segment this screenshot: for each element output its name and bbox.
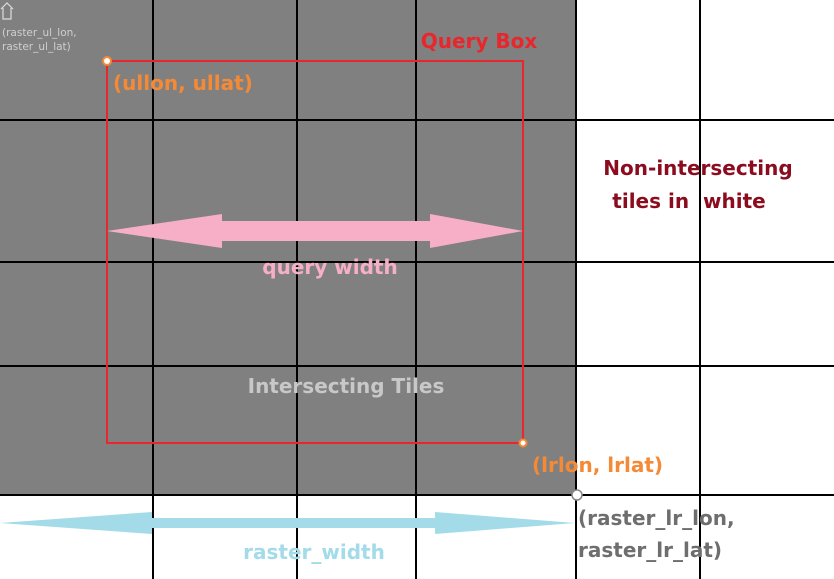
intersecting-tiles-region: [0, 0, 577, 495]
raster-width-arrow: [0, 512, 575, 534]
non-intersecting-label-line2: tiles in white: [612, 189, 765, 213]
raster-lr-marker: [571, 489, 583, 501]
raster-width-label: raster_width: [243, 540, 385, 564]
query-box-label: Query Box: [421, 29, 538, 53]
intersecting-tiles-label: Intersecting Tiles: [248, 374, 445, 398]
lr-corner-marker: [518, 438, 528, 448]
raster-lr-label-line1: (raster_lr_lon,: [578, 506, 735, 530]
ul-corner-label: (ullon, ullat): [113, 71, 253, 95]
query-box: [106, 60, 524, 444]
ul-corner-marker: [102, 56, 112, 66]
non-intersecting-label-line1: Non-intersecting: [603, 156, 792, 180]
raster-ul-label-line2: raster_ul_lat): [2, 41, 71, 53]
raster-ul-label-line1: (raster_ul_lon,: [2, 27, 77, 39]
raster-lr-label-line2: raster_lr_lat): [578, 538, 722, 562]
query-width-arrow: [107, 214, 523, 248]
query-width-label: query width: [262, 255, 397, 279]
home-outline-icon: [0, 2, 14, 20]
lr-corner-label: (lrlon, lrlat): [532, 453, 663, 477]
